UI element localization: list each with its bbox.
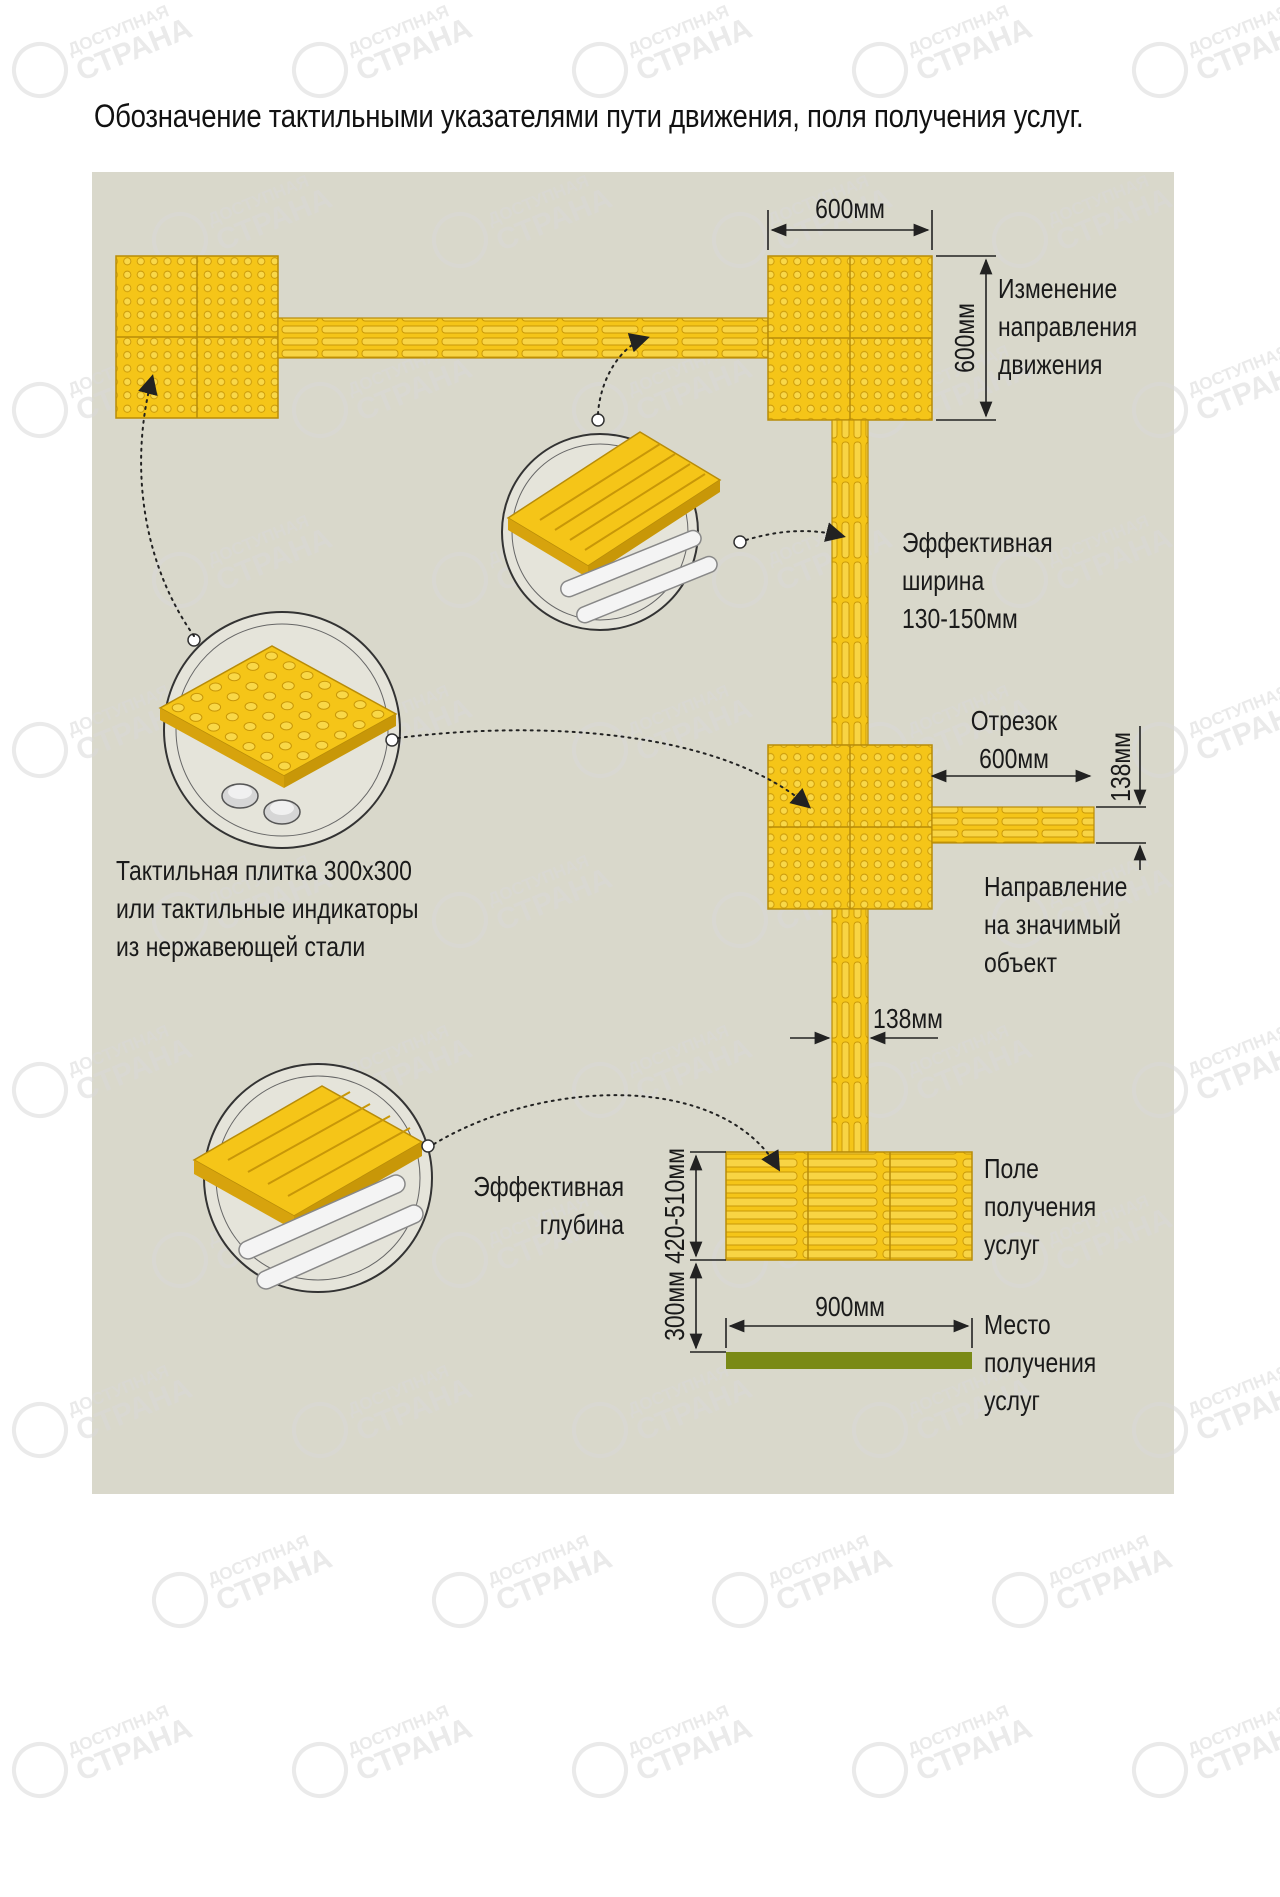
dot-bump [245,681,259,691]
label-direction-object-1: Направление [984,872,1127,903]
dot-bump [207,722,221,732]
path-vertical-lower [831,908,869,1153]
dot-bump [171,703,185,713]
label-effective-width-3: 130-150мм [902,604,1018,635]
dim-offset: 300мм [660,1271,691,1341]
dim-segment-value: 600мм [979,744,1049,775]
dim-top-height: 600мм [950,303,981,373]
dot-bump [209,682,222,692]
label-direction-change-2: направления [998,312,1137,343]
callout-stripe-tile-lower [192,1063,435,1293]
dot-bump [278,761,291,771]
dot-bump [261,731,275,741]
dot-bump [227,672,241,682]
path-top-horizontal [277,317,769,359]
dot-bump [265,651,278,661]
service-field [725,1151,973,1261]
dim-branch-width: 138мм [1106,732,1137,802]
dot-bump [300,671,314,680]
dimension-lines [689,210,1147,1353]
dot-bump [315,740,329,750]
label-tile-info-1: Тактильная плитка 300х300 [116,856,412,887]
path-vertical-upper [831,419,869,746]
dot-bump [299,691,313,700]
dot-bump [243,722,257,731]
dot-bump [298,711,312,720]
label-effective-width-2: ширина [902,566,985,597]
label-direction-object-2: на значимый [984,910,1121,941]
dot-bump [297,731,311,741]
dot-bump [225,712,239,722]
dot-bump [189,712,203,722]
dim-field-width: 900мм [815,1292,885,1323]
dot-bump [282,661,296,671]
callout-stripe-tile-upper [501,413,747,631]
dot-bump [318,680,332,690]
path-branch-right [931,806,1095,844]
label-service-field-3: услуг [984,1230,1040,1261]
dot-bump [280,701,294,711]
label-effective-depth-2: глубина [540,1210,625,1241]
label-tile-info-2: или тактильные индикаторы [116,894,419,925]
dot-bump [263,691,277,701]
dim-depth: 420-510мм [660,1148,691,1264]
dot-bump [246,661,260,671]
dot-bump [190,692,204,702]
dot-bump [352,720,366,730]
text-labels: 600мм 600мм Изменение направления движен… [116,194,1137,1417]
label-tile-info-3: из нержавеющей стали [116,932,365,963]
dot-bump [281,681,295,691]
dim-segment-label: Отрезок [971,706,1058,737]
dot-bump [371,709,385,719]
dot-bump [317,700,331,710]
dot-bump [226,692,240,702]
label-direction-object-3: объект [984,948,1057,979]
page-title: Обозначение тактильными указателями пути… [94,98,1084,134]
label-effective-width-1: Эффективная [902,528,1053,559]
dot-bump [335,690,349,700]
label-direction-change-3: движения [998,350,1102,381]
label-service-field-1: Поле [984,1154,1039,1185]
dot-bump [260,751,274,761]
dim-path-width: 138мм [873,1004,943,1035]
dot-bump [334,710,348,720]
label-service-place-2: получения [984,1348,1096,1379]
label-direction-change-1: Изменение [998,274,1117,305]
leader-arrows [138,333,846,1172]
dot-bump [296,751,310,761]
label-effective-depth-1: Эффективная [473,1172,624,1203]
dot-bump [224,732,238,742]
dot-bump [242,742,256,751]
dot-bump [334,730,347,740]
dot-bump [353,700,367,710]
dot-bump [316,720,330,730]
dot-bump [264,671,278,681]
label-service-place-3: услуг [984,1386,1040,1417]
dot-bump [262,711,276,721]
dot-bump [278,741,292,751]
dot-bump [208,702,222,712]
label-service-field-2: получения [984,1192,1096,1223]
dot-bump [244,702,258,711]
service-place-bar [726,1352,972,1369]
dim-top-width: 600мм [815,194,885,225]
dot-bump [279,721,293,731]
callout-dot-tile [158,611,401,849]
label-service-place-1: Место [984,1310,1051,1341]
